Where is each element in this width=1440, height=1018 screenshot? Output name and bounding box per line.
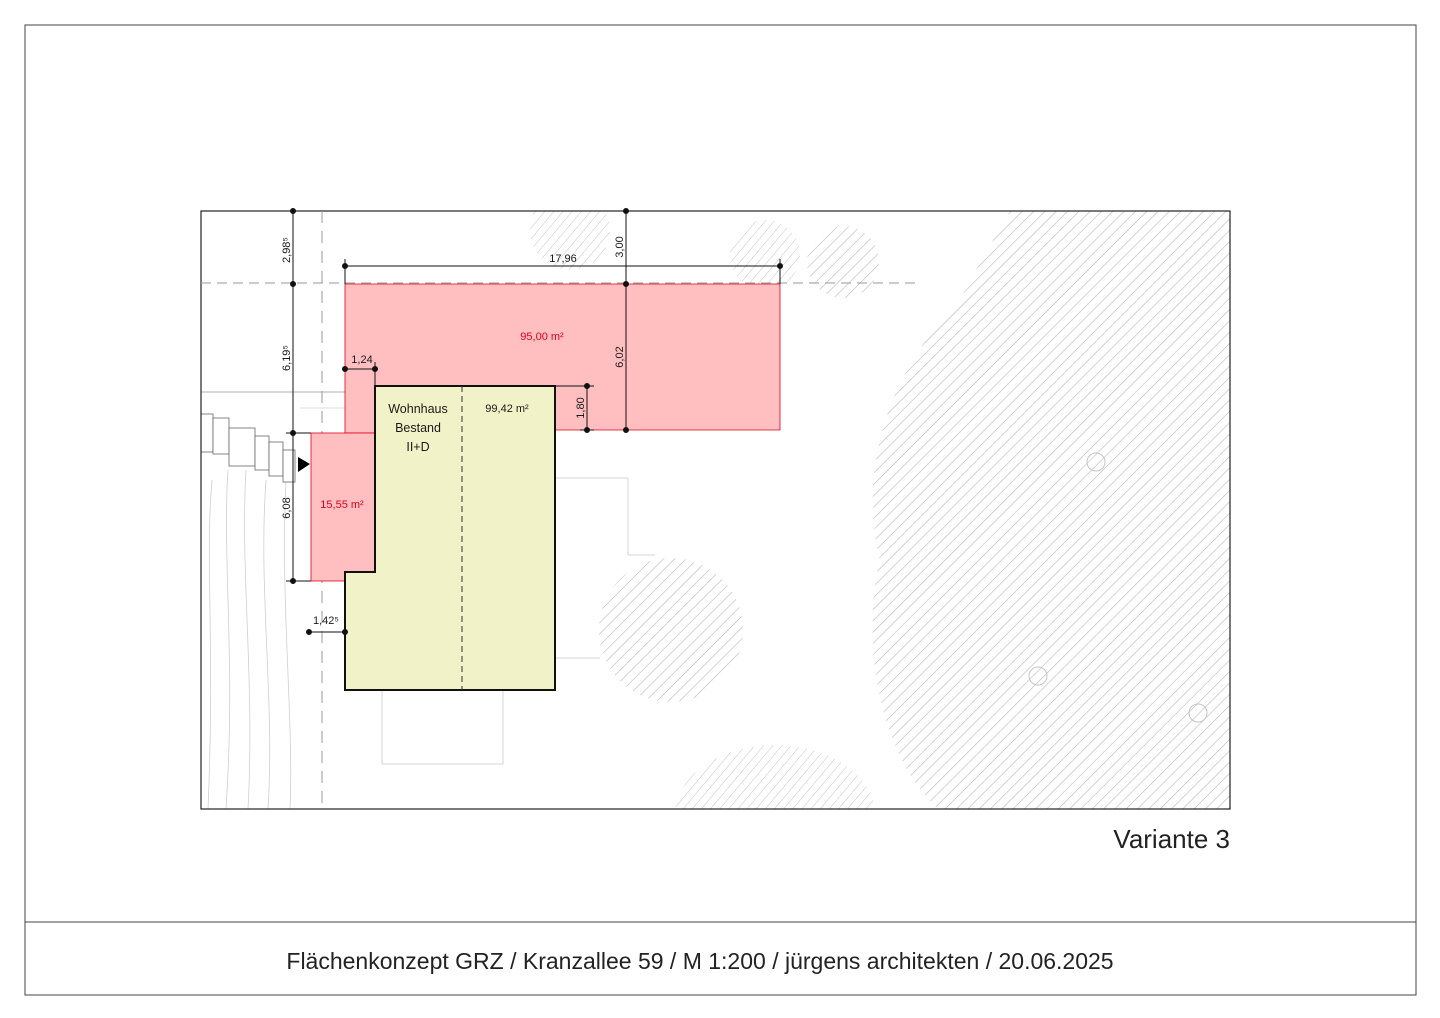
- plot-area: 2,98⁵ 6,19⁵ 6,08 17,96 3,00 6,02 1,80 1,…: [200, 208, 1231, 810]
- tree-canopy-2: [730, 220, 800, 290]
- dim-projection: 1,80: [575, 397, 587, 418]
- dim-top-offset-right: 3,00: [614, 236, 626, 257]
- tree-canopy-1: [530, 211, 610, 270]
- entrance-arrow: [298, 457, 310, 472]
- tree-canopy-5: [675, 745, 875, 809]
- dim-side-depth: 6,08: [281, 497, 293, 518]
- dim-top-offset-left: 2,98⁵: [281, 237, 293, 263]
- dim-depth-left: 6,19⁵: [281, 345, 293, 371]
- tree-canopy-large: [872, 211, 1230, 809]
- garden-path: [381, 690, 504, 765]
- area-extension-side: 15,55 m²: [320, 499, 364, 511]
- area-existing-house: 99,42 m²: [485, 403, 529, 415]
- existing-house: [344, 385, 556, 691]
- tree-canopy-3: [807, 226, 879, 298]
- entrance-stairs: [201, 413, 296, 483]
- plot-boundary: [200, 210, 1231, 810]
- dim-setback: 1,42⁵: [313, 615, 339, 627]
- title-block-text: Flächenkonzept GRZ / Kranzallee 59 / M 1…: [286, 948, 1113, 974]
- tree-trunk-2: [1188, 703, 1208, 723]
- terrain-contours: [207, 469, 292, 809]
- tree-trunk-1: [1028, 666, 1048, 686]
- dim-length: 17,96: [549, 253, 577, 265]
- house-name: Wohnhaus: [388, 402, 448, 416]
- dim-depth-right: 6,02: [614, 346, 626, 367]
- terrace-outline: [555, 477, 655, 556]
- tree-canopy-4: [599, 558, 743, 702]
- house-status: Bestand: [395, 421, 441, 435]
- tree-hatching: [201, 211, 1230, 809]
- tree-trunk-3: [1086, 452, 1106, 472]
- extension-side: [310, 432, 376, 582]
- dim-step: 1,24: [351, 354, 372, 366]
- house-storeys: II+D: [406, 440, 429, 454]
- variant-label: Variante 3: [1113, 824, 1230, 854]
- dimension-lines: [286, 208, 783, 635]
- sheet-frame: [24, 24, 1417, 996]
- area-extension-main: 95,00 m²: [520, 331, 564, 343]
